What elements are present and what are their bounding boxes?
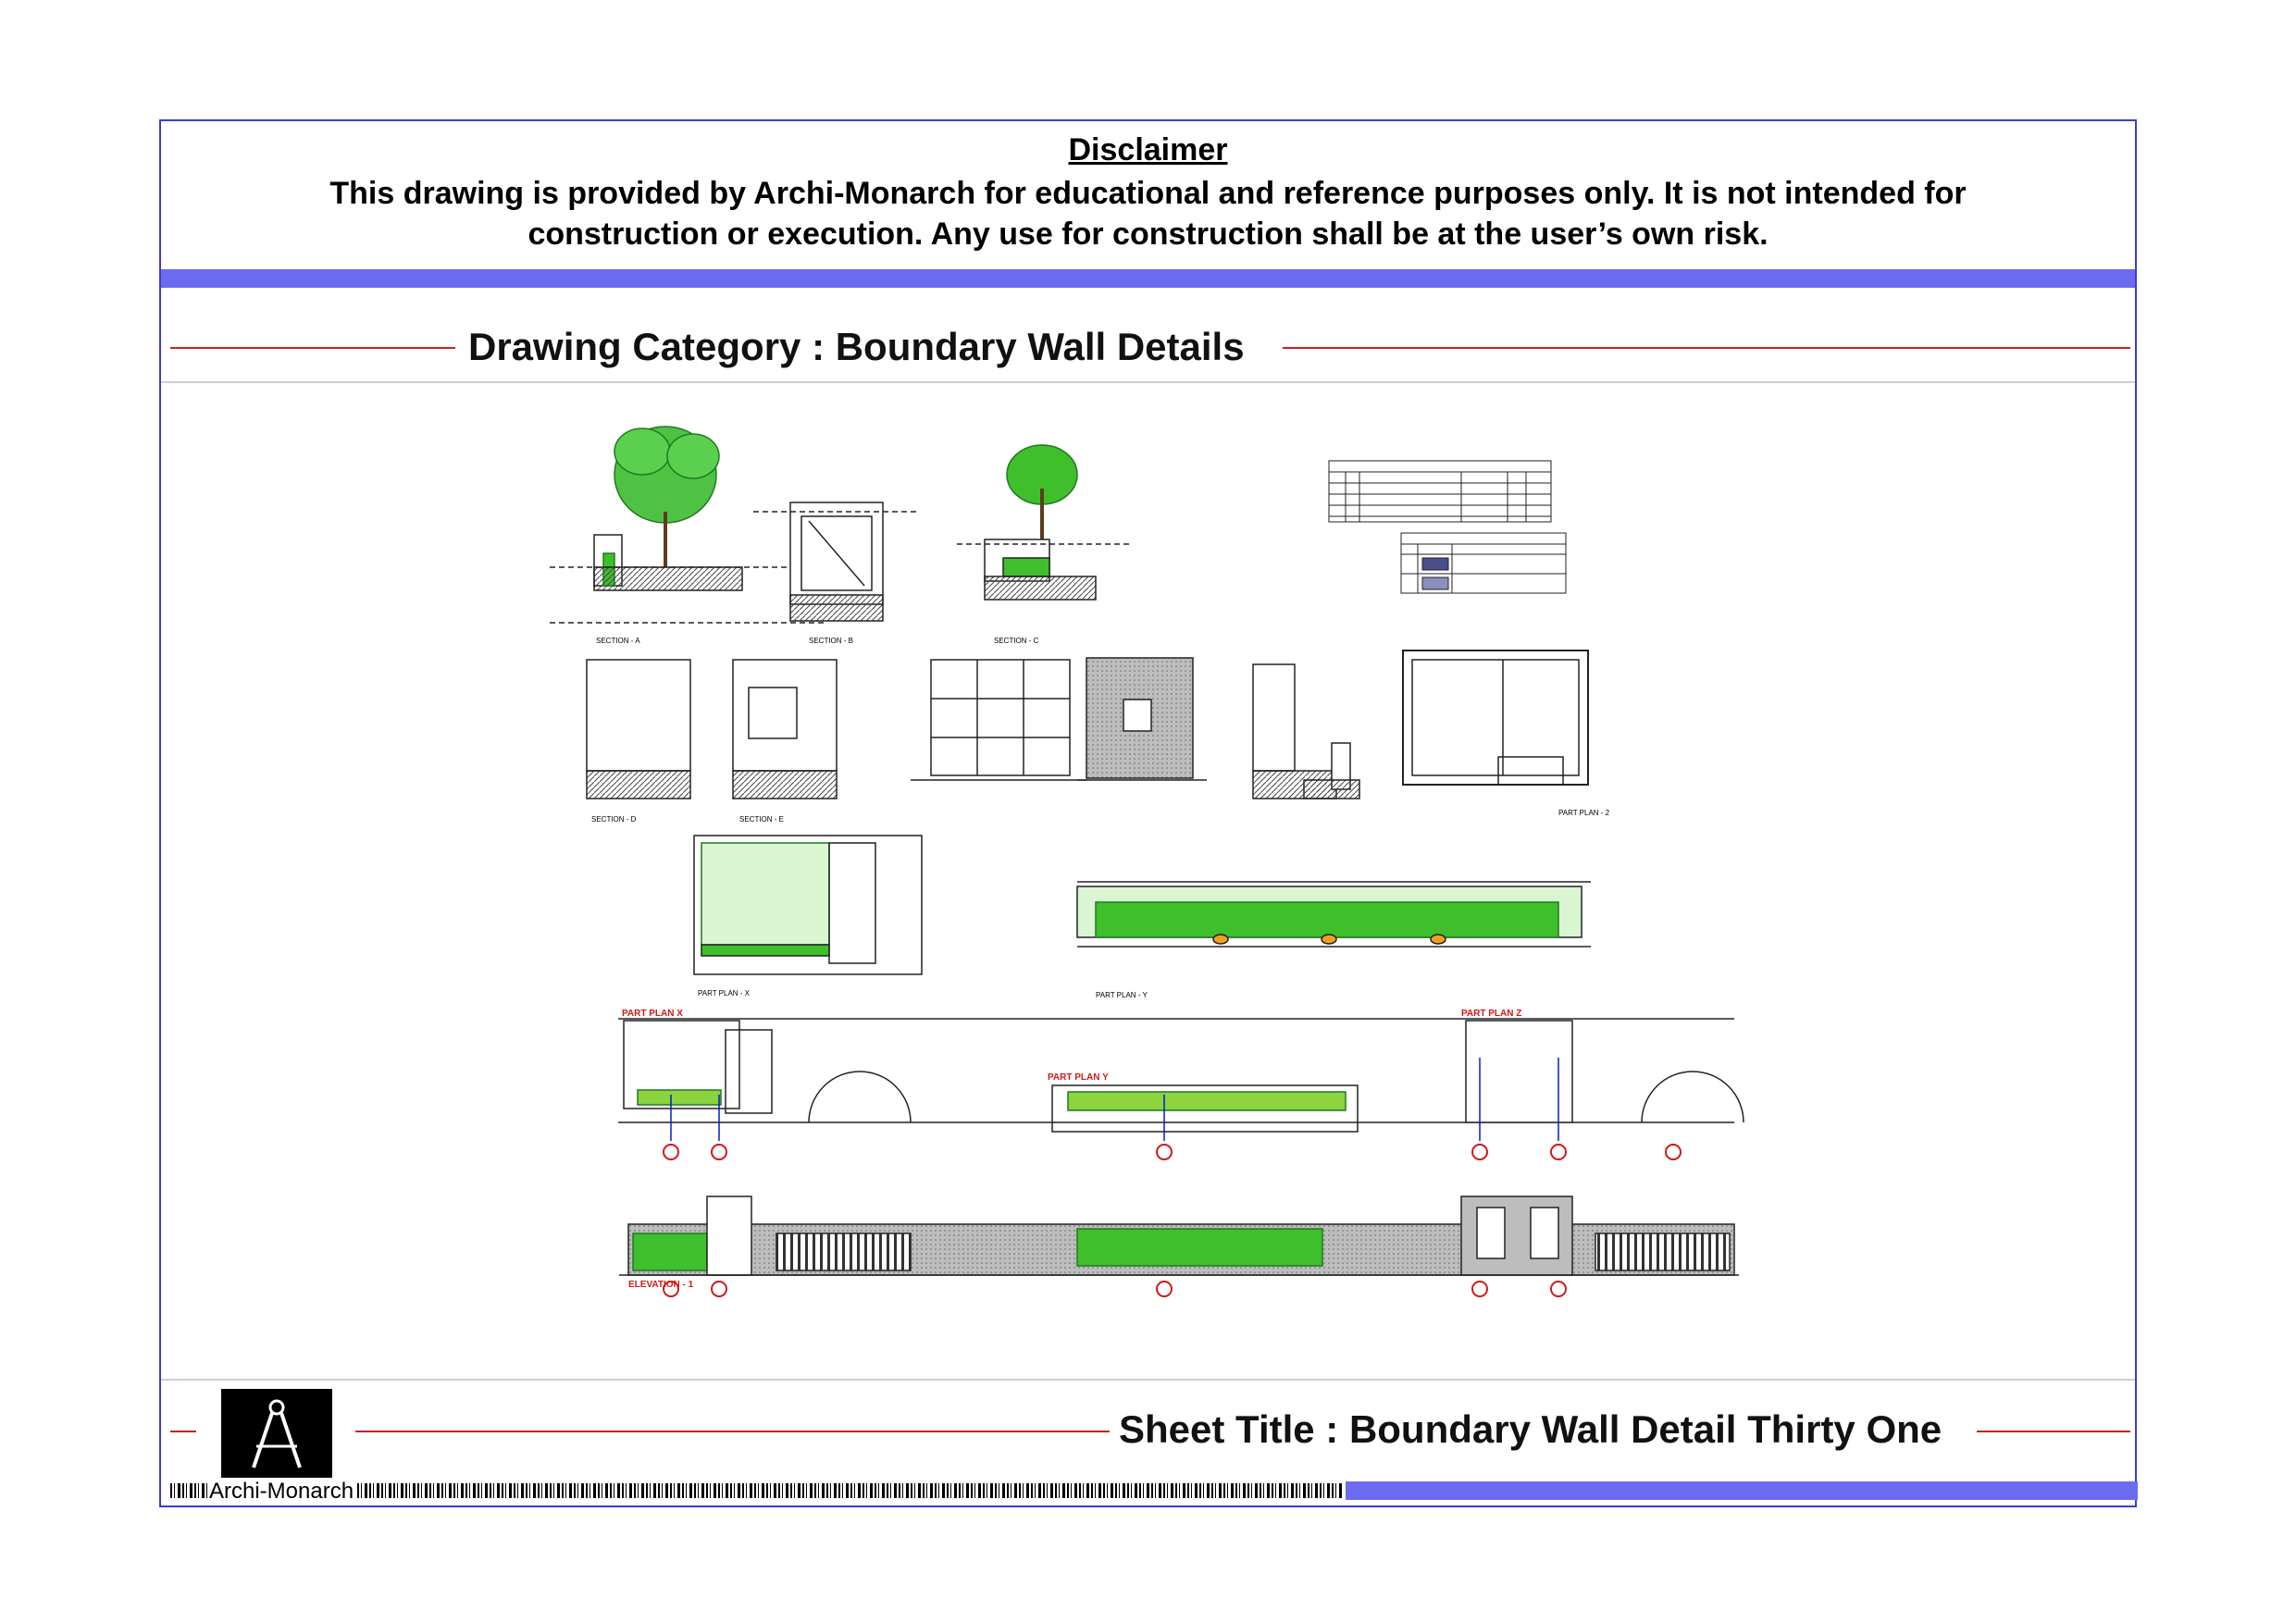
drawing-category-title: Drawing Category : Boundary Wall Details [468, 325, 1245, 368]
cad-drawings: SECTION - A SECTION - B SECTION - C [550, 426, 1744, 1297]
category-divider [161, 381, 2135, 383]
label-part-plan-z: PART PLAN Z [1461, 1009, 1521, 1019]
barcode-strip-right [357, 1483, 1344, 1498]
svg-text:SECTION - D: SECTION - D [591, 815, 637, 824]
drawing-sheet: Disclaimer This drawing is provided by A… [159, 119, 2138, 1507]
category-left-rule [170, 347, 455, 349]
barcode-strip-left [170, 1483, 207, 1498]
disclaimer-line-1: This drawing is provided by Archi-Monarc… [329, 176, 1967, 211]
label-elevation-1: ELEVATION - 1 [628, 1280, 694, 1290]
opening-schedule-table [1328, 460, 1552, 523]
footer-blue-band [1346, 1481, 2138, 1500]
part-plan-row-3: PART PLAN - X PART PLAN - Y [693, 835, 1591, 999]
disclaimer-block: Disclaimer This drawing is provided by A… [161, 121, 2135, 269]
svg-text:PART PLAN - X: PART PLAN - X [698, 989, 751, 997]
svg-text:SECTION - C: SECTION - C [994, 637, 1039, 645]
disclaimer-body: This drawing is provided by Archi-Monarc… [217, 173, 2079, 254]
category-right-rule [1283, 347, 2130, 349]
section-row-1: SECTION - A SECTION - B SECTION - C [550, 426, 1133, 645]
disclaimer-line-2: construction or execution. Any use for c… [527, 217, 1769, 252]
label-part-plan-x: PART PLAN X [622, 1009, 683, 1019]
svg-text:SECTION - A: SECTION - A [596, 637, 640, 645]
label-part-plan-y: PART PLAN Y [1048, 1072, 1109, 1083]
svg-text:PART PLAN - 2: PART PLAN - 2 [1558, 809, 1610, 817]
top-blue-band [161, 269, 2135, 288]
footer-left-rule-short [170, 1431, 196, 1432]
footer-mid-rule [355, 1431, 1110, 1432]
svg-text:SECTION - B: SECTION - B [809, 637, 853, 645]
section-row-2: SECTION - D SECTION - E PART PLAN - 2 [586, 650, 1610, 824]
grid-bubbles-row-5 [663, 1281, 1567, 1297]
key-plan-row-4 [618, 1018, 1744, 1141]
brand-name: Archi-Monarch [209, 1479, 354, 1504]
elevation-row-5 [619, 1196, 1739, 1276]
svg-text:PART PLAN - Y: PART PLAN - Y [1096, 991, 1148, 999]
sheet-title: Sheet Title : Boundary Wall Detail Thirt… [1119, 1407, 1942, 1451]
tree-illustration [614, 426, 720, 567]
compass-icon [252, 1399, 302, 1468]
disclaimer-title: Disclaimer [1068, 132, 1228, 167]
grid-bubbles-row-4 [663, 1144, 1682, 1160]
footer-right-rule [1977, 1431, 2130, 1432]
footer-divider [161, 1379, 2135, 1381]
archi-monarch-logo [221, 1389, 332, 1478]
legend-cladding-table [1400, 532, 1567, 594]
svg-text:SECTION - E: SECTION - E [739, 815, 784, 824]
